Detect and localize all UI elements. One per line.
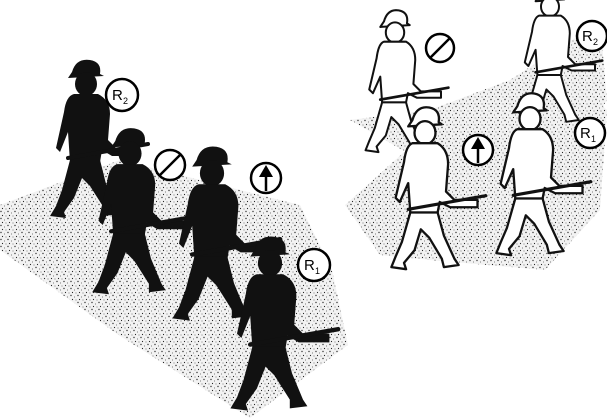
badge-r2-left-number: 2 <box>123 96 128 106</box>
badge-r1-left-letter: R <box>304 257 315 274</box>
badge-r1-left-number: 1 <box>315 266 320 276</box>
badge-r1-left: R 1 <box>298 249 330 281</box>
slashed-circle-icon <box>155 150 185 180</box>
badge-r1-right-letter: R <box>580 125 591 142</box>
left-formation-ground <box>0 160 348 418</box>
badge-r2-left: R 2 <box>106 79 138 111</box>
arrow-up-icon <box>463 135 493 165</box>
slashed-circle-icon <box>426 34 454 62</box>
badge-r1-right: R 1 <box>575 118 605 148</box>
badge-r2-left-letter: R <box>112 87 123 104</box>
badge-r1-right-number: 1 <box>591 134 596 144</box>
arrow-up-icon <box>251 163 281 193</box>
left-formation: R 2 R 1 <box>0 60 348 418</box>
badge-r2-right: R 2 <box>577 21 607 51</box>
right-formation: R 2 R 1 <box>345 0 607 270</box>
badge-r2-right-number: 2 <box>593 37 598 47</box>
badge-r2-right-letter: R <box>582 28 593 45</box>
